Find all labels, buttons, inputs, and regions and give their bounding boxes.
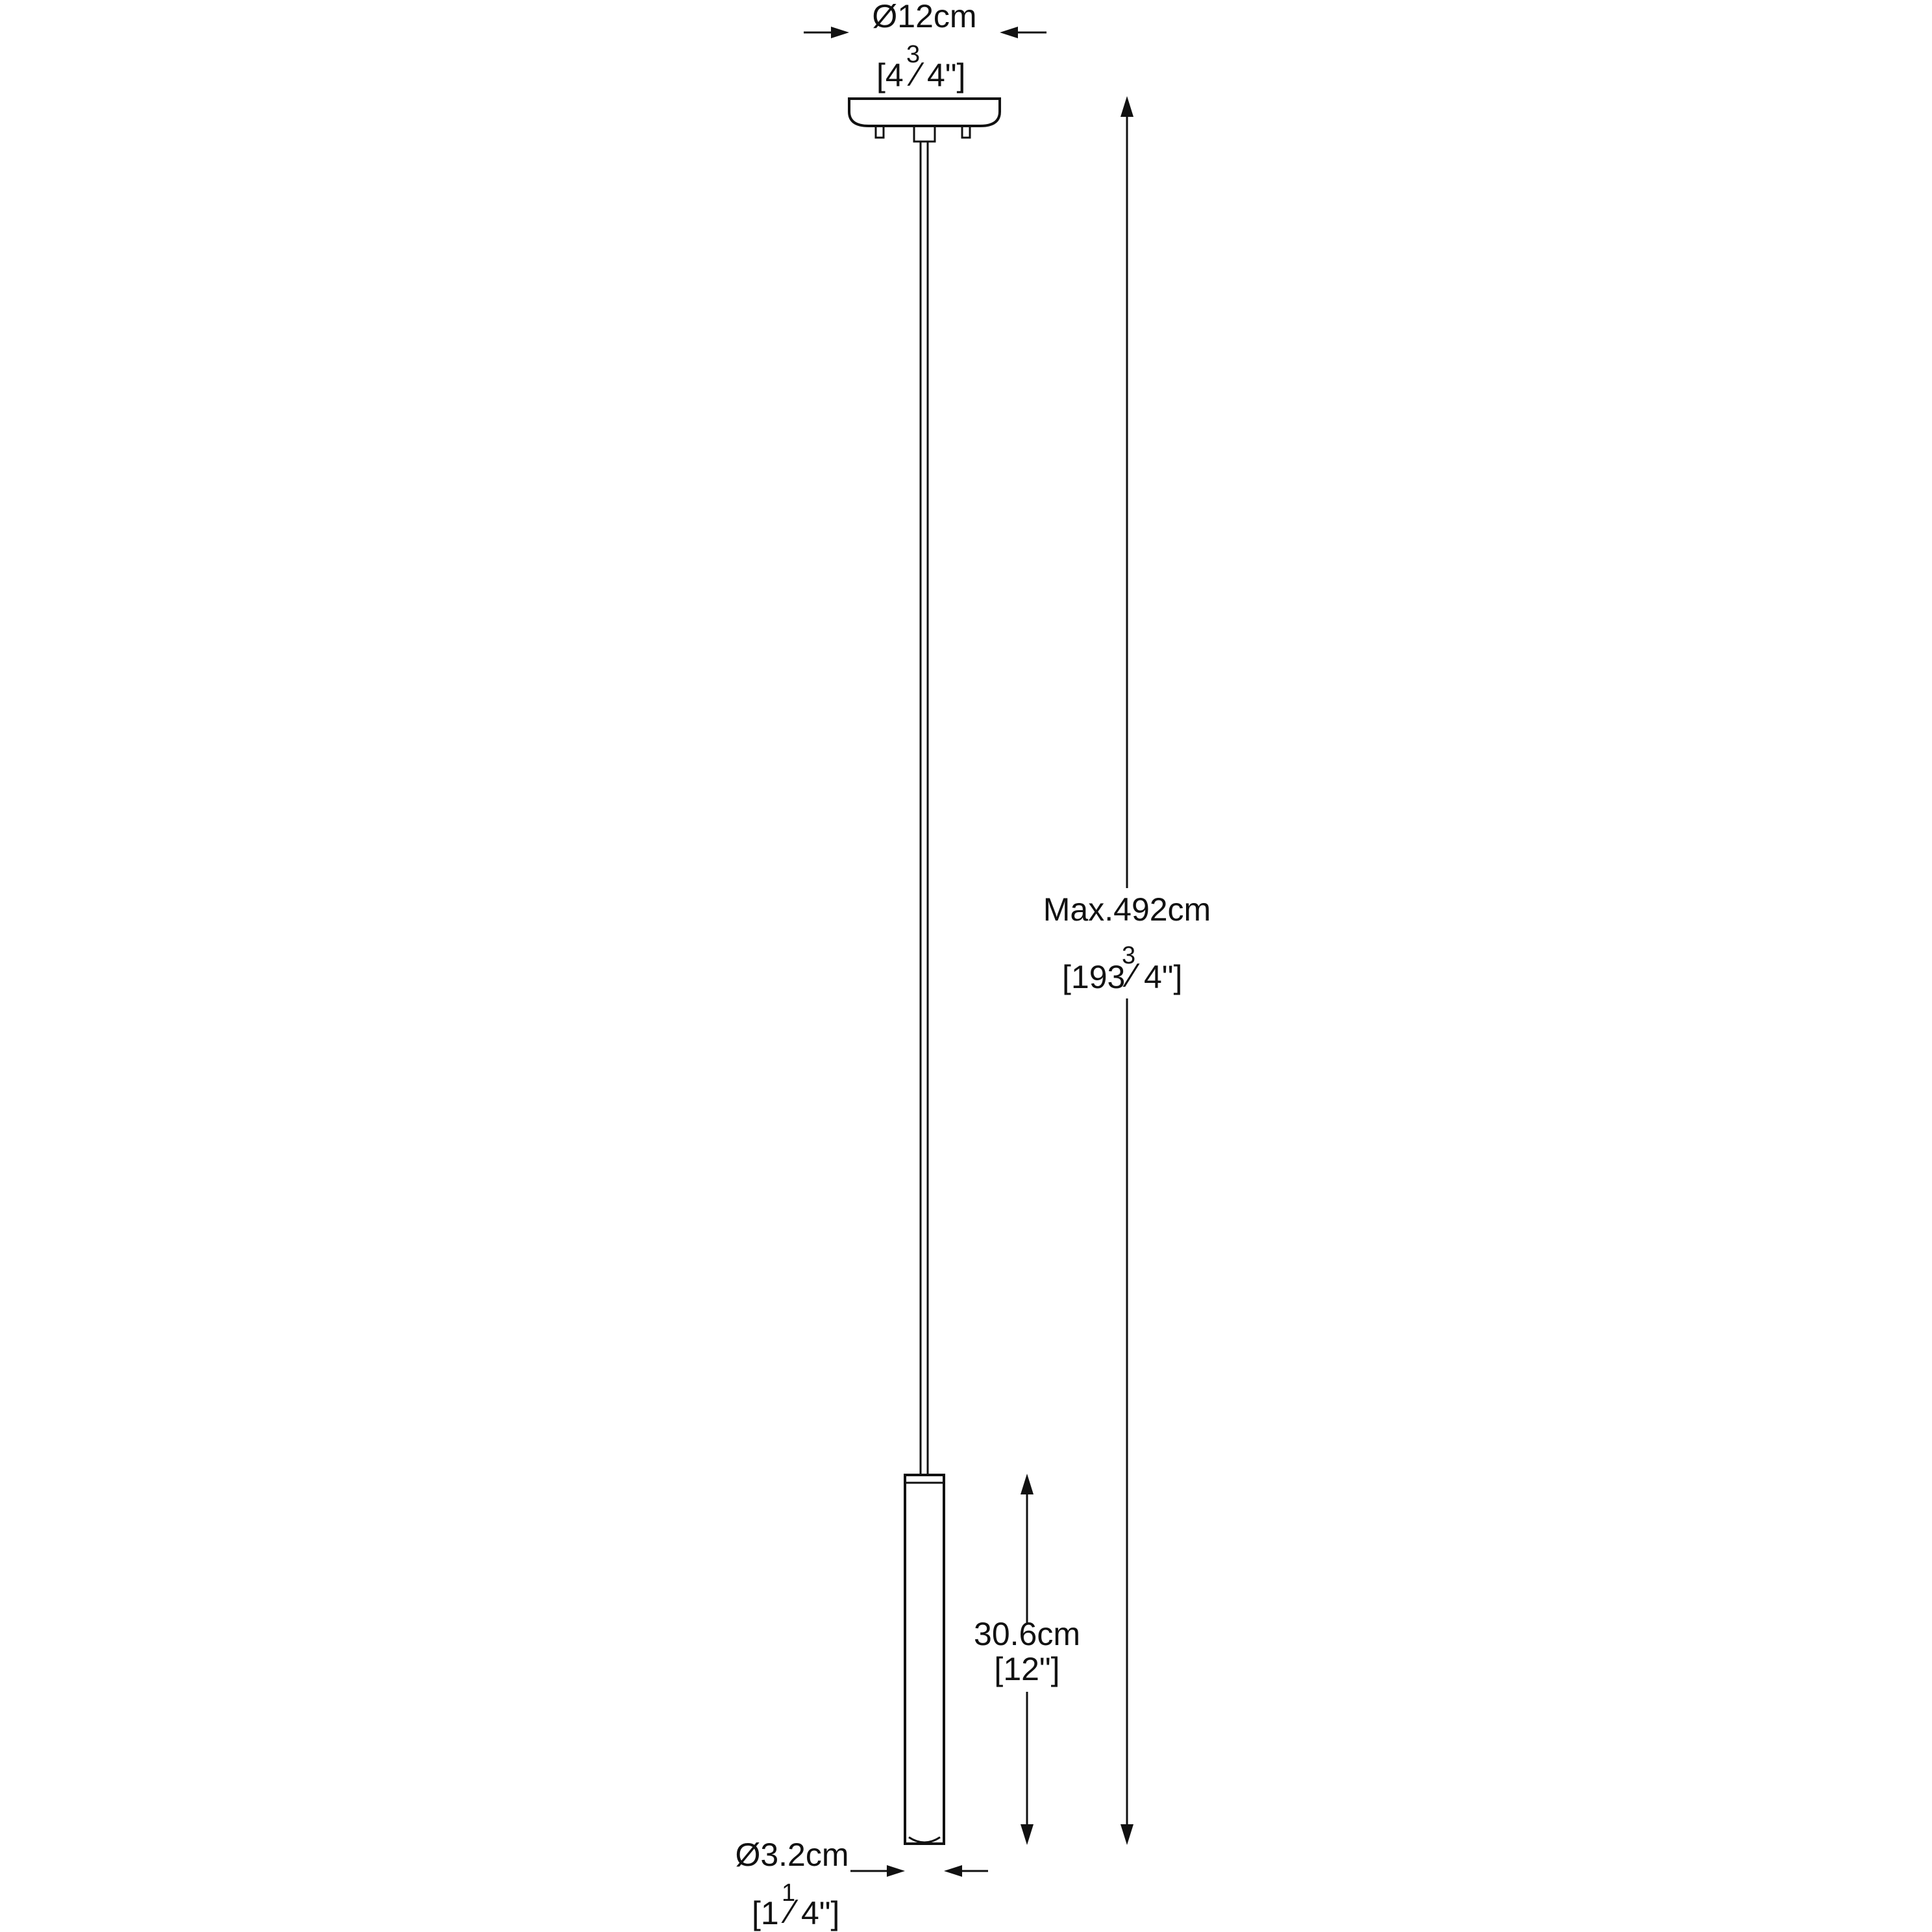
cylinder-shade bbox=[904, 1474, 945, 1845]
canopy-diameter-imperial-denominator: 4"] bbox=[927, 57, 965, 93]
suspension-cord bbox=[919, 142, 929, 1475]
shade-length-metric: 30.6cm bbox=[974, 1616, 1080, 1652]
shade-diameter-imperial-whole: [1 bbox=[752, 1895, 779, 1931]
shade-diameter-dimension: Ø3.2cm [1 1 ⁄ 4"] bbox=[735, 1837, 988, 1931]
canopy-diameter-imperial-numerator: 3 bbox=[906, 41, 920, 68]
max-height-imperial-whole: [193 bbox=[1062, 959, 1125, 995]
ceiling-canopy bbox=[848, 97, 1001, 143]
canopy-diameter-imperial-whole: [4 bbox=[876, 57, 904, 93]
max-height-metric: Max.492cm bbox=[1043, 891, 1211, 928]
max-height-imperial-denominator: 4"] bbox=[1144, 959, 1182, 995]
canopy-diameter-dimension: Ø12cm [4 3 ⁄ 4"] bbox=[804, 0, 1046, 93]
shade-diameter-metric: Ø3.2cm bbox=[735, 1837, 848, 1873]
shade-diameter-imperial-denominator: 4"] bbox=[801, 1895, 839, 1931]
max-height-imperial-numerator: 3 bbox=[1122, 942, 1135, 969]
canopy-diameter-metric: Ø12cm bbox=[872, 0, 976, 34]
max-height-dimension: Max.492cm [193 3 ⁄ 4"] bbox=[1043, 96, 1211, 1845]
shade-diameter-imperial-numerator: 1 bbox=[782, 1879, 795, 1907]
shade-length-dimension: 30.6cm [12"] bbox=[974, 1474, 1080, 1845]
shade-length-imperial: [12"] bbox=[994, 1651, 1059, 1687]
